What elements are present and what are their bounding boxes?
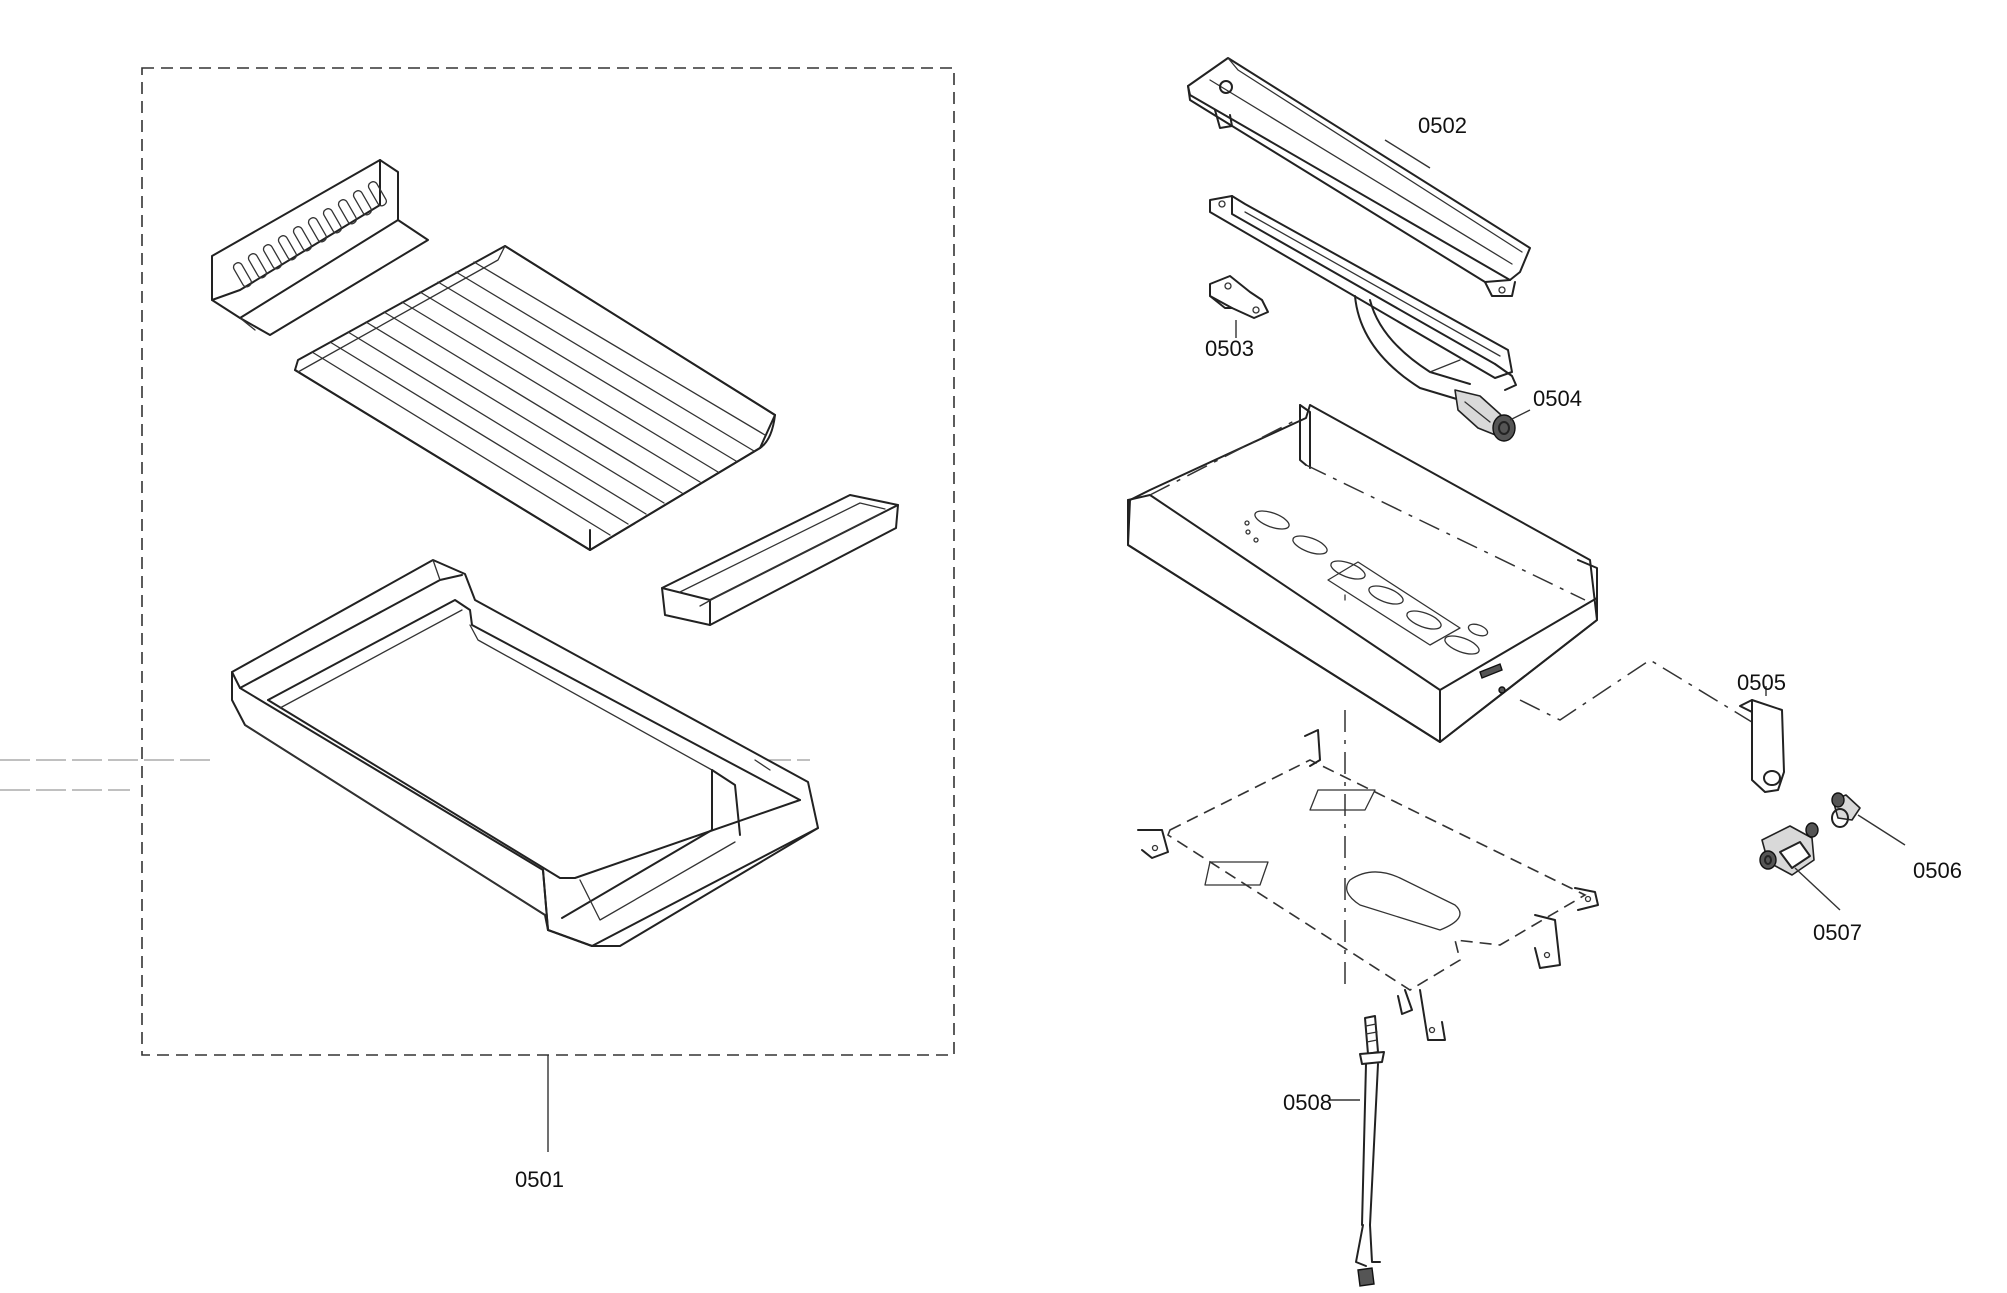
part-0505-bracket: 0505	[1737, 670, 1786, 793]
label-0507: 0507	[1813, 920, 1862, 945]
part-0503-bracket: 0503	[1205, 275, 1269, 361]
part-0502-cover: 0502	[1187, 57, 1531, 297]
label-0502: 0502	[1418, 113, 1467, 138]
label-0508: 0508	[1283, 1090, 1332, 1115]
part-0507-valve: 0507	[1759, 822, 1862, 945]
part-0506-fitting: 0506	[1831, 792, 1962, 883]
label-0506: 0506	[1913, 858, 1962, 883]
assembly-0501: 0501	[141, 67, 955, 1192]
grill-grate	[294, 245, 776, 551]
label-0505: 0505	[1737, 670, 1786, 695]
label-0503: 0503	[1205, 336, 1254, 361]
burner-housing	[1127, 404, 1766, 985]
label-0501: 0501	[515, 1167, 564, 1192]
bottom-plate	[1137, 729, 1599, 1041]
vented-panel	[211, 159, 429, 336]
label-0504: 0504	[1533, 386, 1582, 411]
igniter-nozzle	[1454, 389, 1516, 442]
grill-pan	[231, 559, 819, 947]
part-0508-sensor: 0508	[1283, 1015, 1385, 1287]
part-0504-burner: 0504	[1209, 195, 1582, 442]
drip-trough	[661, 494, 899, 626]
